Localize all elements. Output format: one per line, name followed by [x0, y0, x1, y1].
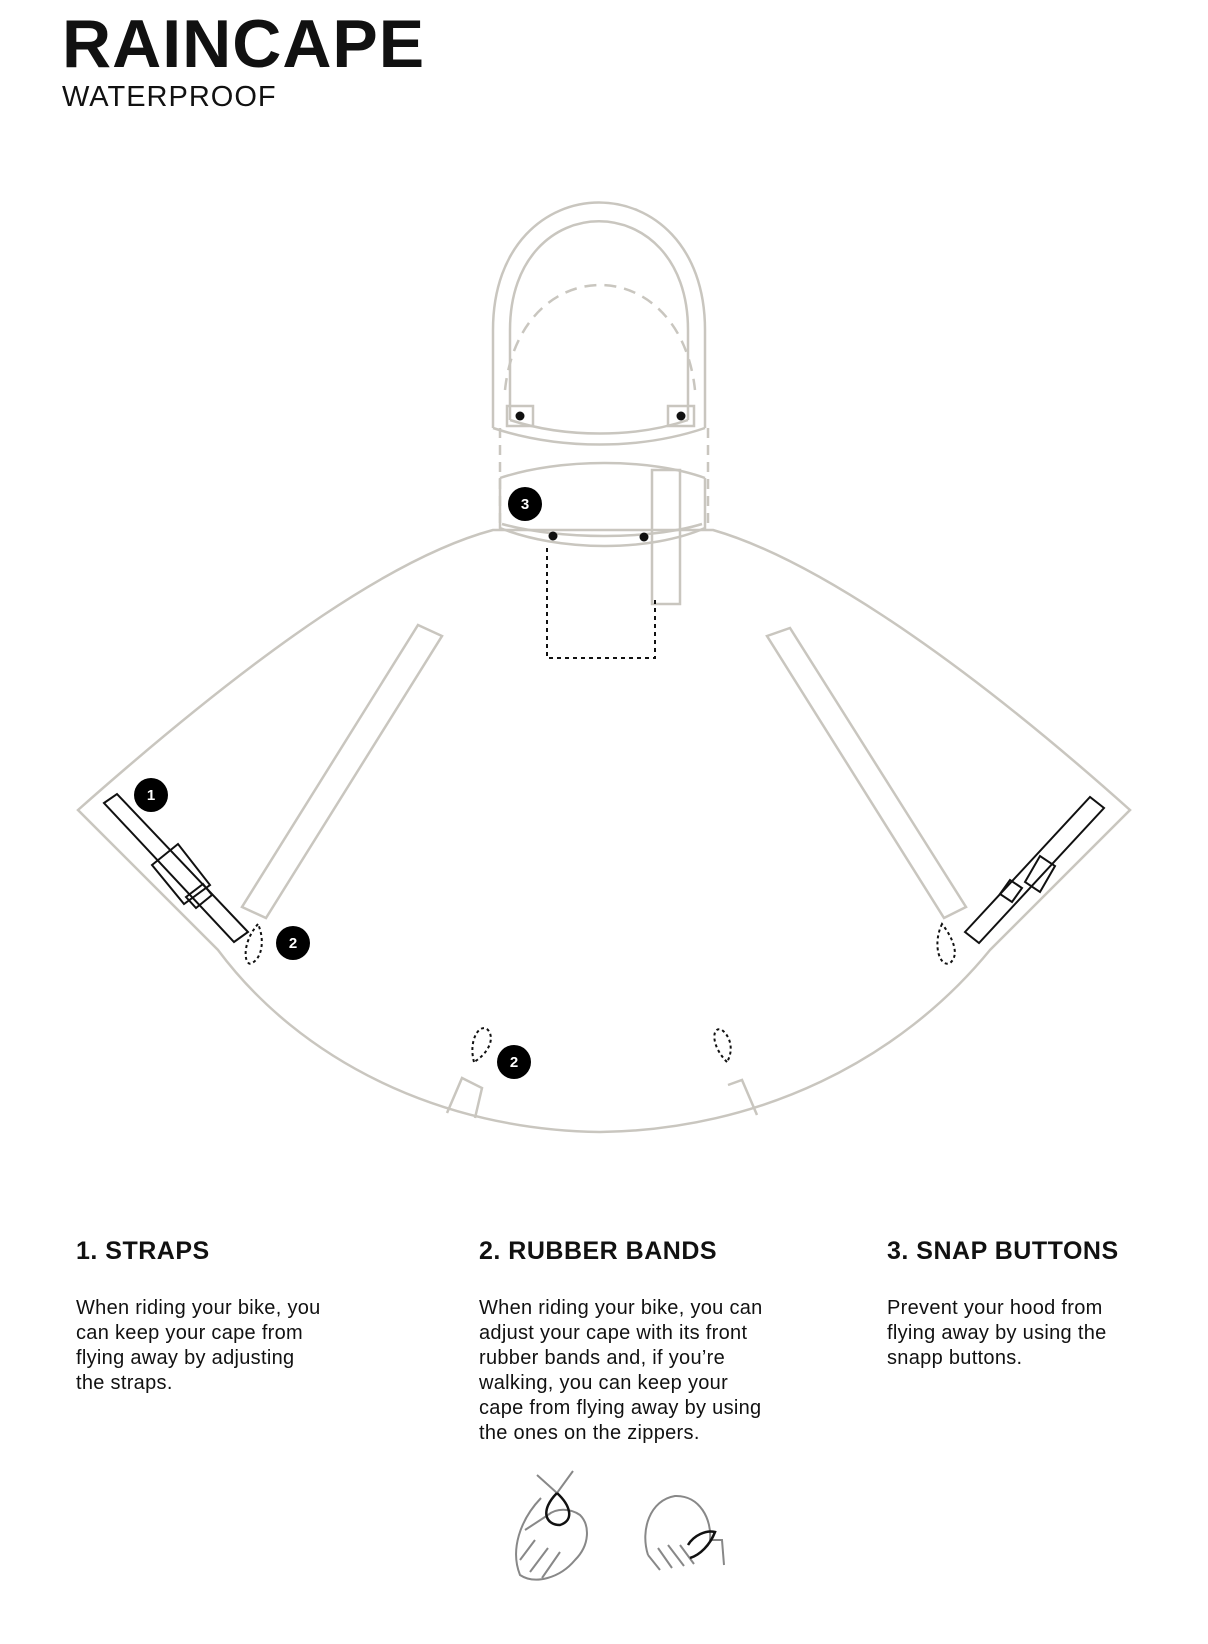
feature-description: When riding your bike, you can adjust yo… [479, 1297, 763, 1444]
collar [498, 461, 707, 606]
collar-snap-right [639, 532, 649, 542]
feature-snap-buttons: 3. SNAP BUTTONS Prevent your hood from f… [887, 1236, 1147, 1371]
chest-pocket [546, 548, 656, 659]
cape-body-outline [76, 528, 1132, 1134]
page-subtitle: WATERPROOF [62, 81, 277, 113]
feature-title: 2. RUBBER BANDS [479, 1237, 718, 1265]
snap-badge: 3 [508, 487, 542, 521]
feature-description: When riding your bike, you can keep your… [76, 1297, 321, 1394]
feature-title: 1. STRAPS [76, 1237, 210, 1265]
feature-title: 3. SNAP BUTTONS [887, 1237, 1119, 1265]
zipper-pulls [445, 1076, 759, 1119]
svg-text:2: 2 [510, 1054, 518, 1071]
hand-holding-band-icon [515, 1470, 588, 1581]
collar-snap-left [548, 531, 558, 541]
hand-hooking-band-icon [644, 1494, 725, 1571]
band-badge-side: 2 [276, 926, 310, 960]
header: RAINCAPE WATERPROOF [62, 10, 425, 112]
strap-badge: 1 [134, 778, 168, 812]
feature-description: Prevent your hood from flying away by us… [887, 1297, 1107, 1369]
svg-text:3: 3 [521, 496, 529, 513]
svg-text:1: 1 [147, 787, 155, 804]
rubber-bands [244, 922, 956, 1064]
band-on-finger [686, 1530, 717, 1560]
feature-straps: 1. STRAPS When riding your bike, you can… [76, 1236, 376, 1396]
band-in-hand [545, 1492, 571, 1527]
feature-rubber-bands: 2. RUBBER BANDS When riding your bike, y… [479, 1236, 799, 1446]
svg-text:2: 2 [289, 935, 297, 952]
hood [491, 201, 710, 528]
page-title: RAINCAPE [62, 6, 426, 82]
strap-left [102, 792, 250, 944]
strap-right [963, 795, 1106, 945]
band-badge-bottom: 2 [497, 1045, 531, 1079]
zippers [240, 623, 968, 920]
hood-snap-tabs [505, 404, 696, 428]
